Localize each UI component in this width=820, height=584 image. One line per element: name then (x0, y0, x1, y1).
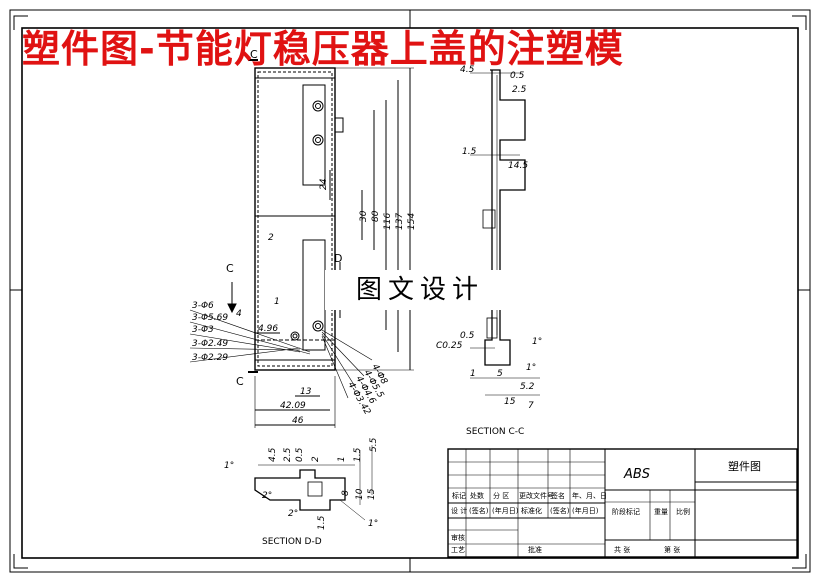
dd-dim-11: 1.5 (317, 515, 327, 530)
tb-weight: 重量 (654, 508, 668, 516)
dd-dim-8: 1° (224, 461, 234, 471)
dd-dim-5: 1 (337, 456, 347, 462)
marker-c-top: C (250, 48, 258, 61)
tb-sheet-no: 第 张 (664, 545, 680, 554)
tb-row2-4: 标准化 (521, 506, 542, 515)
tb-sheets-total: 共 张 (614, 545, 630, 554)
hole-label-3: 3-Φ3 (192, 325, 214, 335)
dim-24: 24 (319, 178, 329, 190)
tb-row-label-5: 签名 (551, 491, 565, 500)
tb-row2-3: (年月日) (492, 506, 519, 515)
tb-row2-5: (签名) (550, 506, 570, 515)
tb-row-label-4: 更改文件号 (519, 491, 554, 500)
tb-scale: 比例 (676, 507, 690, 516)
tb-row2-2: (签名) (469, 506, 489, 515)
front-view (189, 59, 414, 428)
section-dd-view (254, 445, 373, 521)
cc-dim-5: 14.5 (508, 161, 528, 171)
dd-dim-14: 8 (341, 490, 351, 496)
dd-dim-1: 4.5 (268, 447, 278, 462)
marker-d-left: C (226, 262, 234, 275)
dd-dim-15: 1° (368, 519, 378, 529)
cc-dim-14: 7 (528, 401, 534, 411)
hole-label-4: 3-Φ2.49 (192, 339, 228, 349)
tb-stage: 阶段标记 (612, 507, 640, 516)
dim-30: 30 (359, 210, 369, 222)
cc-dim-6: 0.5 (460, 331, 475, 341)
marker-c-bottom: C (236, 375, 244, 388)
tb-row-label-3: 分 区 (493, 491, 509, 500)
tb-row-label-1: 标记 (452, 491, 466, 500)
dd-dim-7: 5.5 (369, 437, 379, 452)
dim-13: 13 (300, 387, 312, 397)
cc-dim-11: 1° (526, 363, 536, 373)
dd-dim-13: 15 (367, 488, 377, 500)
tb-approve: 批准 (528, 545, 542, 554)
dim-2: 2 (268, 233, 274, 243)
tb-row-label-6: 年、月、日 (572, 491, 607, 500)
tb-process: 工艺 (451, 546, 465, 554)
hole-label-2: 3-Φ5.69 (192, 313, 228, 323)
dim-1: 1 (274, 297, 280, 307)
cc-dim-12: 5.2 (520, 382, 535, 392)
cc-dim-13: 15 (504, 397, 516, 407)
sheet-border (9, 9, 811, 573)
dd-dim-3: 0.5 (295, 447, 305, 462)
dd-dim-9: 2° (262, 491, 272, 501)
marker-d-right: D (334, 252, 342, 265)
section-dd-label: SECTION D-D (262, 537, 322, 547)
cc-dim-9: 1 (470, 369, 476, 379)
title-block (447, 448, 798, 558)
dd-dim-2: 2.5 (283, 447, 293, 462)
tb-row-label-2: 处数 (470, 491, 484, 500)
dim-42-09: 42.09 (280, 401, 306, 411)
drawing-name: 塑件图 (728, 459, 761, 473)
tb-row2-1: 设 计 (451, 506, 467, 515)
cc-dim-1: 4.5 (460, 65, 475, 75)
dd-dim-6: 1.5 (353, 447, 363, 462)
dd-dim-12: 10 (355, 488, 365, 500)
section-cc-label: SECTION C-C (466, 427, 524, 437)
dim-116: 116 (383, 213, 393, 230)
material-value: ABS (623, 467, 650, 482)
hole-label-1: 3-Φ6 (192, 301, 214, 311)
cc-dim-8: 1° (532, 337, 542, 347)
tb-review: 审核 (451, 533, 465, 542)
cc-dim-10: 5 (497, 369, 503, 379)
tb-row2-6: (年月日) (572, 506, 599, 515)
dim-4-96: 4.96 (258, 324, 278, 334)
dim-137: 137 (395, 213, 405, 230)
dim-154: 154 (407, 213, 417, 230)
hole-label-5: 3-Φ2.29 (192, 353, 228, 363)
cc-dim-3: 2.5 (512, 85, 527, 95)
cc-dim-7: C0.25 (436, 341, 463, 351)
dim-46: 46 (292, 416, 304, 426)
dim-80: 80 (371, 210, 381, 222)
banner-title: 塑件图-节能灯稳压器上盖的注塑模 (22, 27, 624, 71)
watermark-label: 图文设计 (325, 270, 515, 310)
dd-dim-10: 2° (288, 509, 298, 519)
dim-4: 4 (236, 309, 242, 319)
dd-dim-4: 2 (311, 456, 321, 462)
section-cc-view (470, 69, 540, 396)
cc-dim-2: 0.5 (510, 71, 525, 81)
cc-dim-4: 1.5 (462, 147, 477, 157)
